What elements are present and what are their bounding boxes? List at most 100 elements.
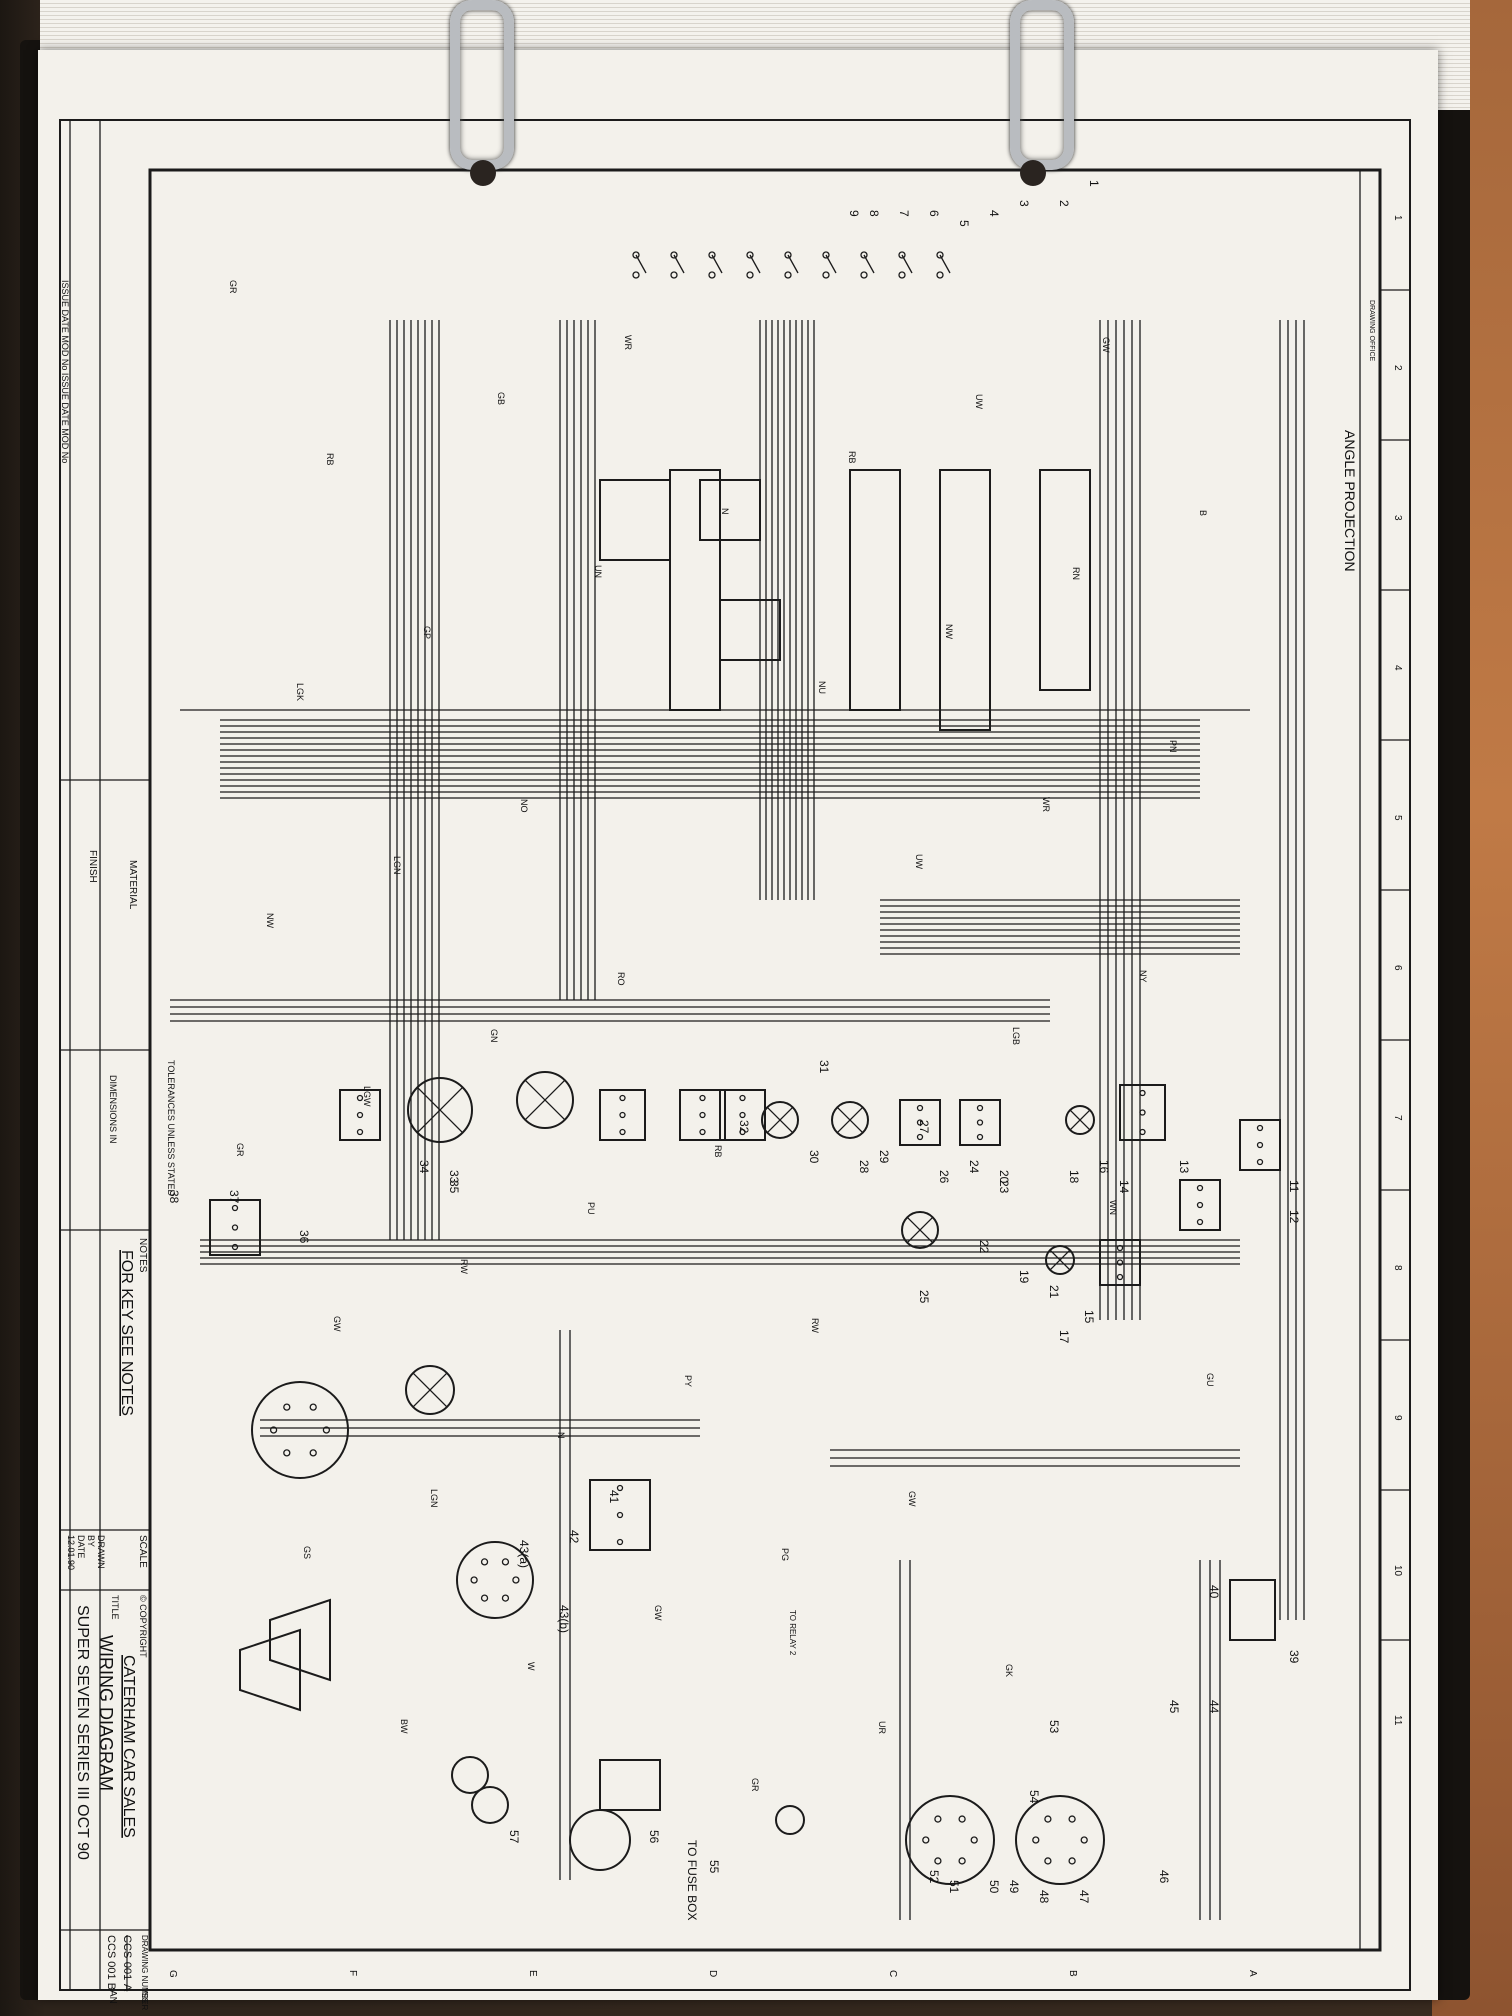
wire-code: GB <box>496 392 506 405</box>
wire-code: N <box>720 508 730 515</box>
wire-code: NW <box>265 913 275 928</box>
notes-heading: NOTES <box>137 1238 148 1273</box>
wire-code: UR <box>877 1721 887 1734</box>
multi-pin-plug <box>905 1795 995 1885</box>
grid-letter: C <box>887 1970 898 1977</box>
connector-block <box>339 1089 381 1141</box>
drawing-number: CCS 001 B <box>105 1935 117 1990</box>
component-number: 22 <box>977 1240 991 1254</box>
wire-code: GR <box>228 280 238 294</box>
drawn-label: DRAWN <box>96 1535 106 1569</box>
component-number: 21 <box>1047 1285 1061 1299</box>
punch-hole-right <box>1020 160 1046 186</box>
punch-hole-left <box>470 160 496 186</box>
component-number: 23 <box>997 1180 1011 1194</box>
component-number: 53 <box>1047 1720 1061 1734</box>
switch-symbol <box>749 254 761 274</box>
wire-code: PU <box>586 1202 596 1215</box>
switch-symbol <box>635 254 647 274</box>
binder-ring-left <box>450 0 514 170</box>
wiring-diagram-sheet <box>38 50 1438 2000</box>
title-line1: WIRING DIAGRAM <box>96 1635 116 1791</box>
component-number: 4 <box>987 210 1001 217</box>
component-number: 32 <box>737 1120 751 1134</box>
round-component <box>471 1786 509 1824</box>
company-name: CATERHAM CAR SALES <box>120 1655 137 1838</box>
component-symbols <box>209 251 1281 1885</box>
horn-symbol <box>269 1598 331 1682</box>
switch-symbol <box>901 254 913 274</box>
component-number: 29 <box>877 1150 891 1164</box>
wire-code: UN <box>593 565 603 578</box>
drawing-office-label: DRAWING OFFICE <box>1368 300 1375 362</box>
component-number: 33 <box>447 1170 461 1184</box>
grid-number: 8 <box>1392 1265 1403 1271</box>
component-number: 7 <box>897 210 911 217</box>
wire-code: GW <box>907 1491 917 1507</box>
drawing-frame <box>148 168 1382 1952</box>
component-number: 20 <box>997 1170 1011 1184</box>
wire-code: RB <box>713 1145 723 1158</box>
wire-code: PN <box>1168 740 1178 753</box>
multi-pin-plug <box>1015 1795 1105 1885</box>
tolerances-label: TOLERANCES UNLESS STATED <box>166 1060 176 1197</box>
connector-block <box>899 1099 941 1146</box>
component-number: 55 <box>707 1860 721 1874</box>
grid-number: 2 <box>1392 365 1403 371</box>
lamp-symbol <box>761 1101 799 1139</box>
component-number: 37 <box>227 1190 241 1204</box>
component-number: 27 <box>917 1120 931 1134</box>
binder-ring-right <box>1010 0 1074 170</box>
component-number: 13 <box>1177 1160 1191 1174</box>
round-component <box>775 1805 805 1835</box>
component-number: 46 <box>1157 1870 1171 1884</box>
component-number: 44 <box>1207 1700 1221 1714</box>
grid-letter: F <box>347 1970 358 1976</box>
component-number: 45 <box>1167 1700 1181 1714</box>
connector-block <box>1099 1239 1141 1286</box>
connector-block <box>599 1089 646 1141</box>
round-component <box>569 1809 631 1871</box>
wire-code: GU <box>1205 1373 1215 1387</box>
grid-letter: D <box>707 1970 718 1977</box>
component-number: 3 <box>1017 200 1031 207</box>
wire-code: GK <box>1004 1664 1014 1677</box>
to-relay-label: TO RELAY 2 <box>788 1610 797 1656</box>
grid-number: 11 <box>1392 1715 1403 1726</box>
wire-code: N <box>556 1432 566 1439</box>
component-number: 15 <box>1082 1310 1096 1324</box>
component-number: 40 <box>1207 1585 1221 1599</box>
component-number: 6 <box>927 210 941 217</box>
issue-table-header: ISSUE DATE MOD No ISSUE DATE MOD No <box>60 280 70 463</box>
horn-symbol <box>239 1628 301 1712</box>
component-number: 43(a) <box>517 1540 531 1568</box>
issue-value: AN <box>107 1990 118 2004</box>
dimensions-label: DIMENSIONS IN <box>108 1075 118 1144</box>
component-number: 17 <box>1057 1330 1071 1344</box>
component-number: 1 <box>1087 180 1101 187</box>
grid-number: 9 <box>1392 1415 1403 1421</box>
wire-code: GN <box>489 1029 499 1043</box>
component-number: 49 <box>1007 1880 1021 1894</box>
connector-block <box>959 1099 1001 1146</box>
lamp-symbol <box>407 1077 473 1143</box>
component-number: 47 <box>1077 1890 1091 1904</box>
component-number: 28 <box>857 1160 871 1174</box>
wire-code: GW <box>653 1605 663 1621</box>
switch-symbol <box>711 254 723 274</box>
notes-text: FOR KEY SEE NOTES <box>118 1250 135 1416</box>
wire-code: RB <box>847 451 857 464</box>
wire-code: RW <box>810 1318 820 1333</box>
component-number: 14 <box>1117 1180 1131 1194</box>
component-number: 39 <box>1287 1650 1301 1664</box>
wire-code: NW <box>944 624 954 639</box>
lamp-symbol <box>516 1071 574 1129</box>
grid-letter: E <box>527 1970 538 1977</box>
switch-symbol <box>787 254 799 274</box>
multi-pin-plug <box>456 1541 534 1619</box>
wire-code: NO <box>519 799 529 813</box>
component-number: 41 <box>607 1490 621 1504</box>
component-number: 50 <box>987 1880 1001 1894</box>
component-number: 30 <box>807 1150 821 1164</box>
